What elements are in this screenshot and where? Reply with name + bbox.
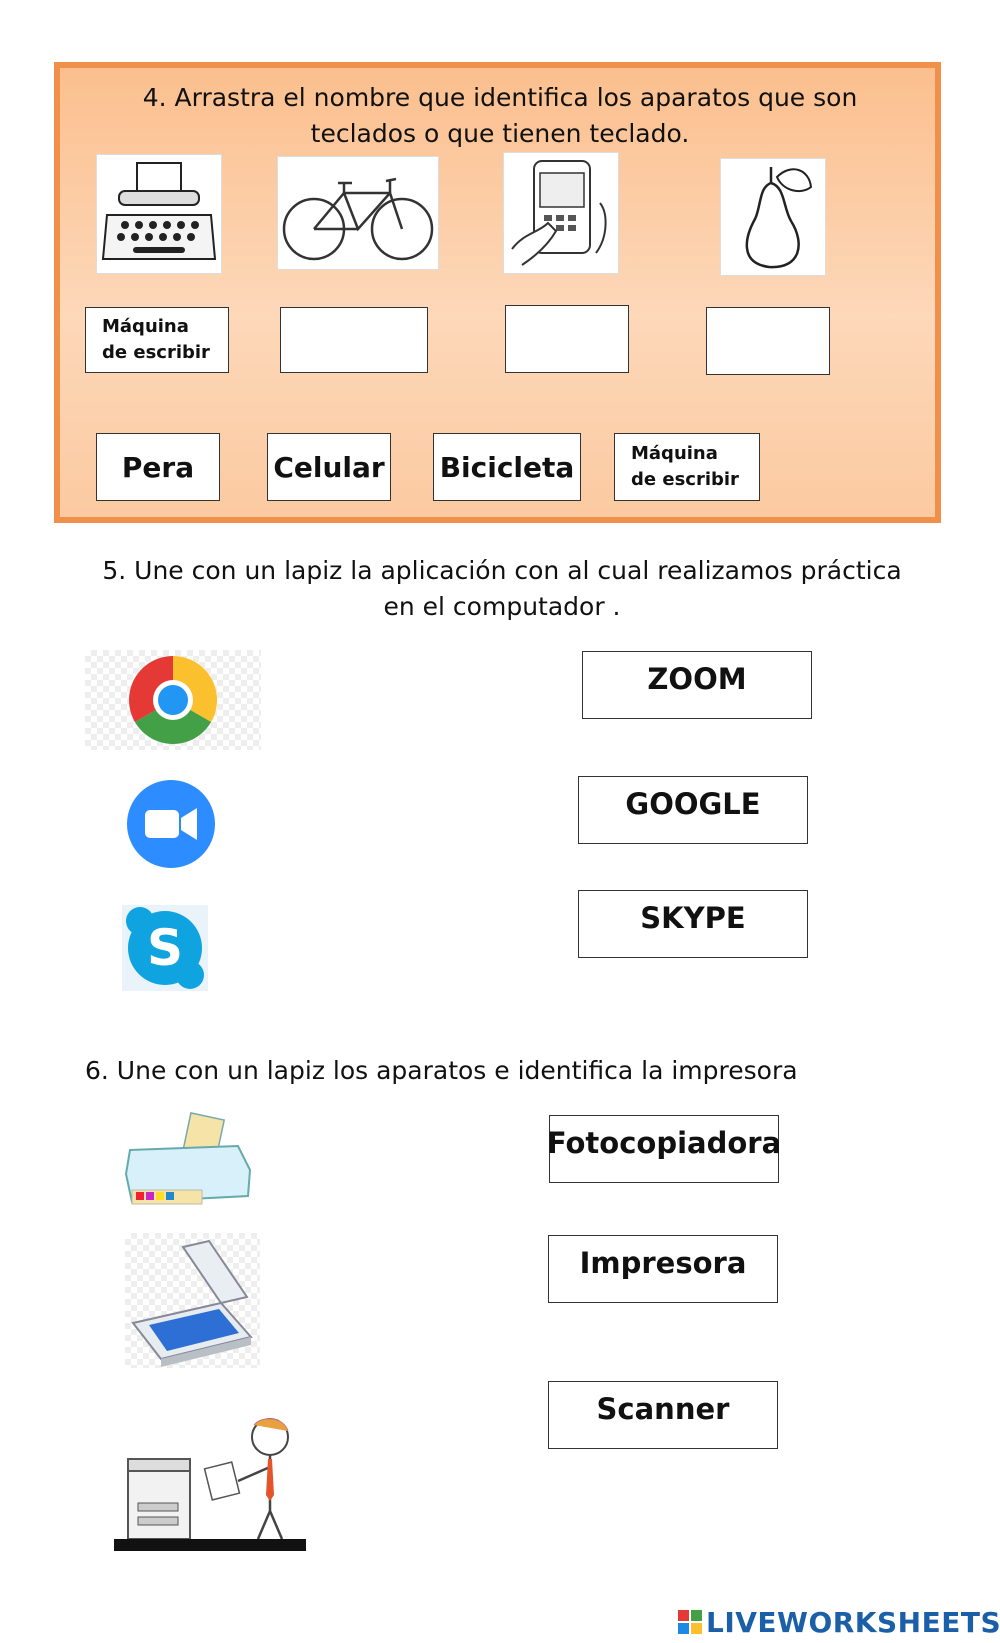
svg-text:S: S — [147, 919, 183, 977]
printer-icon[interactable] — [118, 1110, 260, 1220]
typewriter-icon — [96, 154, 222, 274]
scanner-icon[interactable] — [125, 1233, 260, 1368]
option-label: Fotocopiadora — [546, 1126, 782, 1160]
pear-icon — [720, 158, 826, 276]
drop-slot-1-label: Máquina de escribir — [102, 316, 210, 363]
option-fotocopiadora[interactable]: Fotocopiadora — [546, 1115, 782, 1183]
section-5-instruction: 5. Une con un lapiz la aplicación con al… — [102, 556, 902, 621]
word-card-label: Máquina de escribir — [631, 443, 739, 490]
section-6-instruction: 6. Une con un lapiz los aparatos e ident… — [85, 1056, 798, 1085]
option-label: ZOOM — [647, 662, 747, 696]
word-card-bicicleta[interactable]: Bicicleta — [433, 433, 581, 501]
drop-slot-1[interactable]: Máquina de escribir — [85, 307, 229, 373]
option-skype[interactable]: SKYPE — [578, 890, 808, 958]
option-zoom[interactable]: ZOOM — [582, 651, 812, 719]
zoom-icon[interactable] — [125, 778, 217, 870]
option-google[interactable]: GOOGLE — [578, 776, 808, 844]
drop-slot-3[interactable] — [505, 305, 629, 373]
skype-icon[interactable]: S — [122, 905, 208, 991]
word-card-label: Celular — [273, 450, 385, 484]
section-4-instruction: 4. Arrastra el nombre que identifica los… — [142, 83, 858, 148]
option-scanner[interactable]: Scanner — [548, 1381, 778, 1449]
option-label: Impresora — [579, 1246, 747, 1280]
photocopier-icon[interactable] — [112, 1415, 308, 1551]
liveworksheets-mark-icon — [678, 1610, 702, 1634]
drop-slot-2[interactable] — [280, 307, 428, 373]
phone-hand-icon — [503, 152, 619, 274]
option-impresora[interactable]: Impresora — [548, 1235, 778, 1303]
bicycle-icon — [277, 156, 439, 270]
word-card-maquina[interactable]: Máquina de escribir — [614, 433, 760, 501]
brand-name: LIVEWORKSHEETS — [706, 1605, 1000, 1639]
word-card-celular[interactable]: Celular — [267, 433, 391, 501]
option-label: GOOGLE — [625, 787, 761, 821]
word-card-pera[interactable]: Pera — [96, 433, 220, 501]
word-card-label: Pera — [121, 450, 195, 484]
option-label: SKYPE — [640, 901, 746, 935]
liveworksheets-logo[interactable]: LIVEWORKSHEETS — [678, 1605, 1000, 1639]
option-label: Scanner — [596, 1392, 730, 1426]
word-card-label: Bicicleta — [439, 450, 575, 484]
chrome-icon[interactable] — [85, 650, 261, 750]
drop-slot-4[interactable] — [706, 307, 830, 375]
